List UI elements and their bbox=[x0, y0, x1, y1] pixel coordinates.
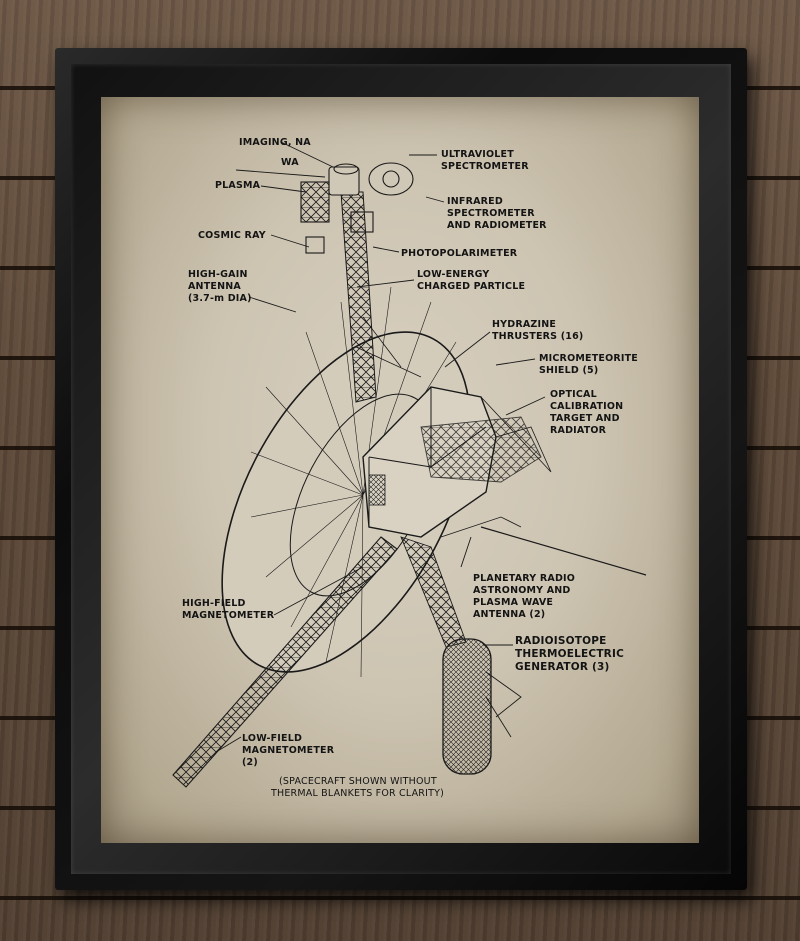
spacecraft-diagram: IMAGING, NA WA PLASMA COSMIC RAY HIGH-GA… bbox=[172, 137, 647, 799]
scan-platform bbox=[300, 162, 414, 254]
svg-text:HYDRAZINE: HYDRAZINE bbox=[492, 319, 556, 330]
label-optical-3: TARGET AND bbox=[550, 413, 620, 424]
svg-text:SHIELD (5): SHIELD (5) bbox=[539, 365, 598, 376]
label-pra-4: ANTENNA (2) bbox=[473, 609, 545, 620]
label-high-field-2: MAGNETOMETER bbox=[182, 610, 275, 621]
svg-text:MICROMETEORITE: MICROMETEORITE bbox=[539, 353, 638, 364]
svg-text:SPECTROMETER: SPECTROMETER bbox=[441, 161, 529, 172]
svg-text:PLASMA: PLASMA bbox=[215, 180, 261, 191]
label-pra-2: ASTRONOMY AND bbox=[473, 585, 571, 596]
svg-text:THRUSTERS (16): THRUSTERS (16) bbox=[492, 331, 583, 342]
label-cosmic-ray: COSMIC RAY bbox=[198, 230, 266, 241]
blueprint-paper: IMAGING, NA WA PLASMA COSMIC RAY HIGH-GA… bbox=[101, 97, 699, 843]
svg-text:ASTRONOMY AND: ASTRONOMY AND bbox=[473, 585, 571, 596]
label-ir-3: AND RADIOMETER bbox=[447, 220, 547, 231]
spacecraft-bus bbox=[362, 386, 552, 538]
svg-text:INFRARED: INFRARED bbox=[447, 196, 503, 207]
svg-text:(2): (2) bbox=[242, 757, 258, 768]
label-pra-3: PLASMA WAVE bbox=[473, 597, 553, 608]
label-hydrazine-1: HYDRAZINE bbox=[492, 319, 556, 330]
label-lecp-2: CHARGED PARTICLE bbox=[417, 281, 525, 292]
svg-text:OPTICAL: OPTICAL bbox=[550, 389, 597, 400]
svg-text:(3.7-m DIA): (3.7-m DIA) bbox=[188, 293, 252, 304]
svg-text:MAGNETOMETER: MAGNETOMETER bbox=[182, 610, 275, 621]
svg-text:WA: WA bbox=[281, 157, 299, 168]
svg-text:ANTENNA (2): ANTENNA (2) bbox=[473, 609, 545, 620]
label-plasma: PLASMA bbox=[215, 180, 261, 191]
label-rtg-2: THERMOELECTRIC bbox=[515, 648, 624, 660]
label-ir-2: SPECTROMETER bbox=[447, 208, 535, 219]
label-optical-4: RADIATOR bbox=[550, 425, 607, 436]
svg-text:TARGET AND: TARGET AND bbox=[550, 413, 620, 424]
label-lecp-1: LOW-ENERGY bbox=[417, 269, 490, 280]
label-low-field-3: (2) bbox=[242, 757, 258, 768]
svg-text:PHOTOPOLARIMETER: PHOTOPOLARIMETER bbox=[401, 248, 518, 259]
svg-text:PLASMA WAVE: PLASMA WAVE bbox=[473, 597, 553, 608]
svg-text:PLANETARY RADIO: PLANETARY RADIO bbox=[473, 573, 575, 584]
plasma-wave-antenna bbox=[480, 526, 647, 576]
label-high-field-1: HIGH-FIELD bbox=[182, 598, 246, 609]
label-micrometeorite-1: MICROMETEORITE bbox=[539, 353, 638, 364]
note-line-2: THERMAL BLANKETS FOR CLARITY) bbox=[270, 788, 444, 799]
label-pra-1: PLANETARY RADIO bbox=[473, 573, 575, 584]
label-hydrazine-2: THRUSTERS (16) bbox=[492, 331, 583, 342]
svg-text:GENERATOR (3): GENERATOR (3) bbox=[515, 661, 609, 673]
svg-text:LOW-ENERGY: LOW-ENERGY bbox=[417, 269, 490, 280]
label-photopolarimeter: PHOTOPOLARIMETER bbox=[401, 248, 518, 259]
svg-text:AND RADIOMETER: AND RADIOMETER bbox=[447, 220, 547, 231]
svg-text:ULTRAVIOLET: ULTRAVIOLET bbox=[441, 149, 514, 160]
label-high-gain-3: (3.7-m DIA) bbox=[188, 293, 252, 304]
rtg-boom bbox=[400, 536, 522, 775]
svg-text:RADIOISOTOPE: RADIOISOTOPE bbox=[515, 635, 607, 647]
svg-text:LOW-FIELD: LOW-FIELD bbox=[242, 733, 302, 744]
label-uv-1: ULTRAVIOLET bbox=[441, 149, 514, 160]
label-uv-2: SPECTROMETER bbox=[441, 161, 529, 172]
svg-text:COSMIC RAY: COSMIC RAY bbox=[198, 230, 266, 241]
label-low-field-2: MAGNETOMETER bbox=[242, 745, 335, 756]
label-wa: WA bbox=[281, 157, 299, 168]
magnetometer-boom bbox=[172, 536, 398, 788]
svg-text:SPECTROMETER: SPECTROMETER bbox=[447, 208, 535, 219]
label-optical-2: CALIBRATION bbox=[550, 401, 623, 412]
svg-text:HIGH-FIELD: HIGH-FIELD bbox=[182, 598, 246, 609]
svg-text:CHARGED PARTICLE: CHARGED PARTICLE bbox=[417, 281, 525, 292]
label-high-gain-1: HIGH-GAIN bbox=[188, 269, 248, 280]
svg-text:CALIBRATION: CALIBRATION bbox=[550, 401, 623, 412]
label-high-gain-2: ANTENNA bbox=[188, 281, 241, 292]
label-imaging: IMAGING, NA bbox=[239, 137, 311, 148]
svg-text:ANTENNA: ANTENNA bbox=[188, 281, 241, 292]
svg-text:MAGNETOMETER: MAGNETOMETER bbox=[242, 745, 335, 756]
leader-lines bbox=[215, 141, 546, 753]
svg-text:IMAGING, NA: IMAGING, NA bbox=[239, 137, 311, 148]
svg-text:THERMAL BLANKETS FOR CLARITY): THERMAL BLANKETS FOR CLARITY) bbox=[270, 788, 444, 799]
svg-text:(SPACECRAFT SHOWN WITHOUT: (SPACECRAFT SHOWN WITHOUT bbox=[279, 776, 437, 787]
svg-text:THERMOELECTRIC: THERMOELECTRIC bbox=[515, 648, 624, 660]
label-micrometeorite-2: SHIELD (5) bbox=[539, 365, 598, 376]
label-optical-1: OPTICAL bbox=[550, 389, 597, 400]
label-ir-1: INFRARED bbox=[447, 196, 503, 207]
label-rtg-3: GENERATOR (3) bbox=[515, 661, 609, 673]
note-line-1: (SPACECRAFT SHOWN WITHOUT bbox=[279, 776, 437, 787]
svg-text:RADIATOR: RADIATOR bbox=[550, 425, 607, 436]
svg-text:HIGH-GAIN: HIGH-GAIN bbox=[188, 269, 248, 280]
label-rtg-1: RADIOISOTOPE bbox=[515, 635, 607, 647]
label-low-field-1: LOW-FIELD bbox=[242, 733, 302, 744]
